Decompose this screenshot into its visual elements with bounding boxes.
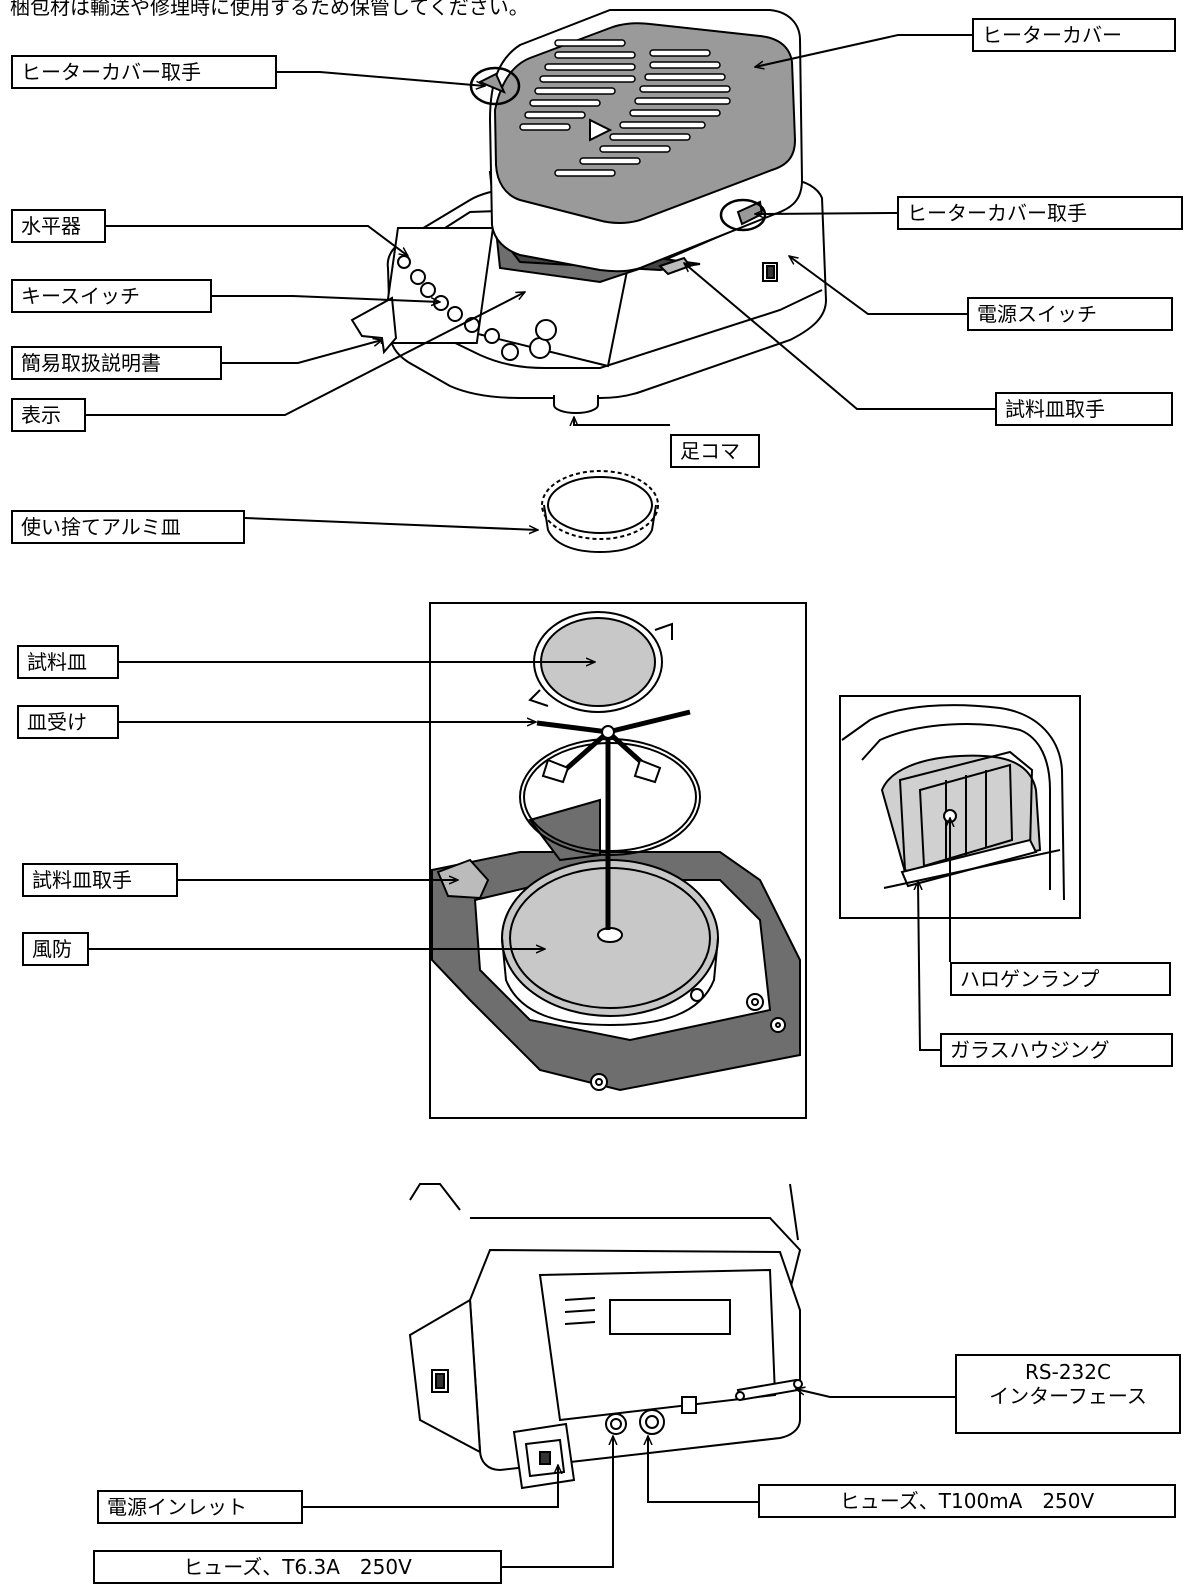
fuse-t6-3a-value: T6.3A 250V — [282, 1555, 412, 1579]
label-quick-guide: 簡易取扱説明書 — [11, 346, 222, 380]
label-rs232c-interface: RS-232C インターフェース — [955, 1354, 1181, 1434]
fuse-t100ma-prefix: ヒューズ、 — [839, 1489, 939, 1513]
label-aluminum-pan: 使い捨てアルミ皿 — [11, 510, 245, 544]
fuse-t6-3a-prefix: ヒューズ、 — [183, 1555, 283, 1579]
label-fuse-t100ma: ヒューズ、T100mA 250V — [758, 1484, 1176, 1518]
label-fuse-t6-3a: ヒューズ、T6.3A 250V — [93, 1550, 502, 1584]
label-pan-handle-top: 試料皿取手 — [995, 392, 1173, 426]
analyzer-illustration — [350, 9, 828, 414]
exploded-view-illustration — [431, 611, 801, 1092]
aluminum-pan-illustration — [541, 470, 659, 554]
intro-text: 梱包材は輸送や修理時に使用するため保管してください。 — [10, 0, 529, 19]
label-key-switch: キースイッチ — [11, 279, 212, 313]
lamp-detail-illustration — [841, 704, 1065, 901]
rs232c-line-1: RS-232C — [1025, 1360, 1111, 1384]
label-heater-cover-handle-right: ヒーターカバー取手 — [897, 196, 1183, 230]
leader-lines — [86, 34, 995, 1568]
label-display: 表示 — [11, 398, 86, 432]
label-sample-pan: 試料皿 — [17, 645, 119, 679]
label-heater-cover-handle-left: ヒーターカバー取手 — [11, 55, 277, 89]
label-level-indicator: 水平器 — [11, 209, 106, 243]
label-power-inlet: 電源インレット — [97, 1490, 303, 1524]
label-glass-housing: ガラスハウジング — [940, 1033, 1173, 1067]
rs232c-line-2: インターフェース — [989, 1384, 1147, 1408]
label-power-switch: 電源スイッチ — [967, 297, 1173, 331]
fuse-t100ma-value: T100mA 250V — [938, 1489, 1095, 1513]
label-heater-cover: ヒーターカバー — [972, 18, 1176, 52]
label-breeze-break: 風防 — [22, 932, 89, 966]
label-pan-handle: 試料皿取手 — [22, 863, 178, 897]
label-pan-support: 皿受け — [17, 705, 119, 739]
label-foot: 足コマ — [670, 434, 760, 468]
rear-view-illustration — [408, 1183, 803, 1490]
label-halogen-lamp: ハロゲンランプ — [950, 962, 1171, 996]
